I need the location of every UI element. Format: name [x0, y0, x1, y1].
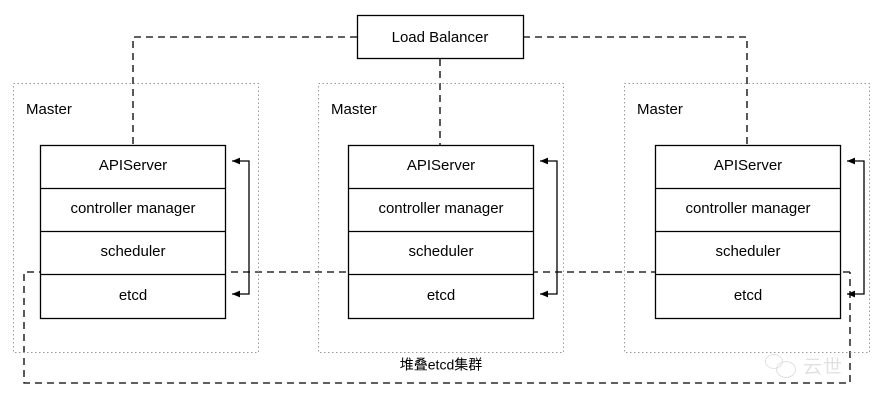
- master-group-3: [624, 83, 870, 353]
- master-1-component-apiserver: APIServer: [99, 157, 167, 174]
- master-2-component-apiserver: APIServer: [407, 157, 475, 174]
- master-group-1: [13, 83, 259, 353]
- load-balancer-label: Load Balancer: [392, 29, 489, 46]
- master-2-etcd-apiserver-arrow: [540, 160, 558, 295]
- master-3-component-apiserver: APIServer: [714, 157, 782, 174]
- master-3-arrowhead-etcd: [847, 290, 855, 298]
- master-2-component-etcd: etcd: [427, 287, 455, 304]
- master-1-label: Master: [26, 101, 72, 118]
- master-3-component-controller-manager: controller manager: [685, 200, 810, 217]
- master-2-component-controller-manager: controller manager: [378, 200, 503, 217]
- master-1-component-etcd: etcd: [119, 287, 147, 304]
- link-lb-to-master-3: [523, 36, 748, 146]
- master-1-component-scheduler: scheduler: [100, 243, 165, 260]
- master-1-arrowhead-etcd: [232, 290, 240, 298]
- master-2-arrowhead-etcd: [540, 290, 548, 298]
- master-group-2: [318, 83, 564, 353]
- master-2-label: Master: [331, 101, 377, 118]
- link-etcd-cluster-ring: [23, 271, 851, 384]
- stacked-etcd-cluster-caption: 堆叠etcd集群: [400, 357, 482, 373]
- master-2-arrowhead-apiserver: [540, 157, 548, 165]
- master-1-component-controller-manager: controller manager: [70, 200, 195, 217]
- load-balancer-node: [356, 14, 525, 60]
- master-3-component-scheduler: scheduler: [715, 243, 780, 260]
- master-2-component-scheduler: scheduler: [408, 243, 473, 260]
- master-1-arrowhead-apiserver: [232, 157, 240, 165]
- master-3-label: Master: [637, 101, 683, 118]
- master-1-etcd-apiserver-arrow: [232, 160, 250, 295]
- master-3-arrowhead-apiserver: [847, 157, 855, 165]
- link-lb-to-master-1: [132, 36, 357, 146]
- master-3-component-etcd: etcd: [734, 287, 762, 304]
- master-3-etcd-apiserver-arrow: [847, 160, 865, 295]
